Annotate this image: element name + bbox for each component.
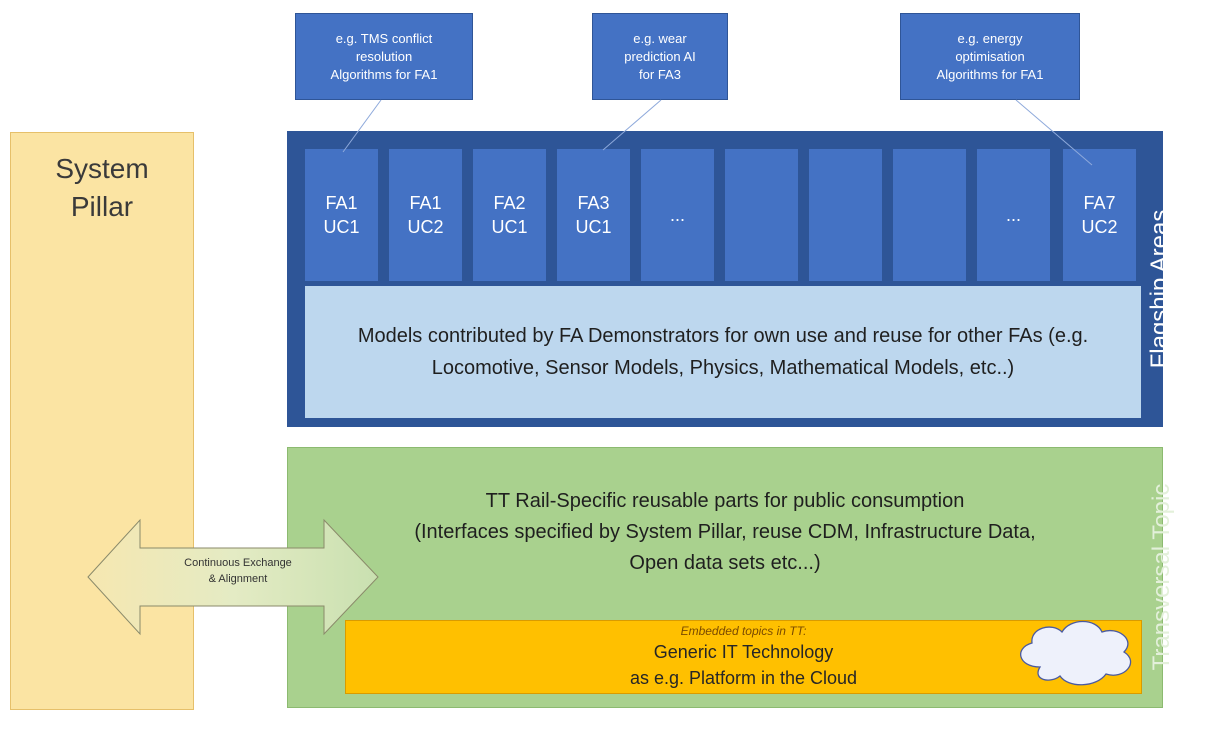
callout-box: e.g. wear prediction AI for FA3 xyxy=(592,13,728,100)
callout-line1: e.g. TMS conflict xyxy=(335,30,433,46)
models-text: Models contributed by FA Demonstrators f… xyxy=(357,325,1089,379)
use-case-box xyxy=(809,149,882,281)
use-case-line1: FA7 xyxy=(1083,193,1116,213)
callout-line3: Algorithms for FA1 xyxy=(936,66,1044,82)
use-case-line1: FA1 xyxy=(325,193,358,213)
use-case-box: ... xyxy=(641,149,714,281)
callout-connector-line xyxy=(602,99,662,151)
exchange-arrow-line1: Continuous Exchange xyxy=(184,557,292,569)
models-box: Models contributed by FA Demonstrators f… xyxy=(305,286,1141,418)
use-case-box: FA1 UC2 xyxy=(389,149,462,281)
callout-connector-line xyxy=(342,99,382,153)
use-case-line2: UC2 xyxy=(407,217,444,237)
use-case-line2: UC2 xyxy=(1081,217,1118,237)
exchange-arrow-label: Continuous Exchange & Alignment xyxy=(140,555,336,587)
cloud-icon xyxy=(1020,620,1132,686)
callout-line1: e.g. energy xyxy=(957,30,1023,46)
use-case-box: FA3 UC1 xyxy=(557,149,630,281)
callout-line3: Algorithms for FA1 xyxy=(330,66,438,82)
use-case-line1: FA3 xyxy=(577,193,610,213)
embedded-topics-line2: as e.g. Platform in the Cloud xyxy=(629,668,858,688)
callout-box: e.g. TMS conflict resolution Algorithms … xyxy=(295,13,473,100)
embedded-topics-note: Embedded topics in TT: xyxy=(680,624,807,638)
system-pillar-title-line2: Pillar xyxy=(70,191,134,222)
callout-line2: optimisation xyxy=(955,48,1025,64)
callout-box: e.g. energy optimisation Algorithms for … xyxy=(900,13,1080,100)
use-case-line2: UC1 xyxy=(491,217,528,237)
system-pillar-panel xyxy=(10,132,194,710)
transversal-text-line3: Open data sets etc...) xyxy=(629,552,821,574)
transversal-topic-text: TT Rail-Specific reusable parts for publ… xyxy=(300,486,1150,579)
exchange-arrow-icon xyxy=(87,518,379,636)
exchange-arrow-line2: & Alignment xyxy=(208,573,268,585)
embedded-topics-line1: Generic IT Technology xyxy=(653,642,834,662)
use-case-line2: UC1 xyxy=(323,217,360,237)
system-pillar-title-line1: System xyxy=(55,153,149,184)
use-case-line1: ... xyxy=(1005,205,1021,225)
use-case-line1: ... xyxy=(669,205,685,225)
callout-line2: prediction AI xyxy=(624,48,696,64)
use-case-line1: FA2 xyxy=(493,193,526,213)
use-case-box: FA7 UC2 xyxy=(1063,149,1136,281)
callout-line3: for FA3 xyxy=(639,66,681,82)
use-case-box: FA1 UC1 xyxy=(305,149,378,281)
use-case-line1: FA1 xyxy=(409,193,442,213)
transversal-text-line1: TT Rail-Specific reusable parts for publ… xyxy=(485,490,965,512)
use-case-box: ... xyxy=(977,149,1050,281)
system-pillar-title: System Pillar xyxy=(10,150,194,226)
use-case-box xyxy=(893,149,966,281)
transversal-text-line2: (Interfaces specified by System Pillar, … xyxy=(414,521,1036,543)
callout-line1: e.g. wear xyxy=(633,30,687,46)
embedded-topics-box: Embedded topics in TT: Generic IT Techno… xyxy=(345,620,1142,694)
use-case-box xyxy=(725,149,798,281)
use-case-box: FA2 UC1 xyxy=(473,149,546,281)
callout-connector-line xyxy=(1015,99,1093,166)
use-case-line2: UC1 xyxy=(575,217,612,237)
callout-line2: resolution xyxy=(355,48,413,64)
